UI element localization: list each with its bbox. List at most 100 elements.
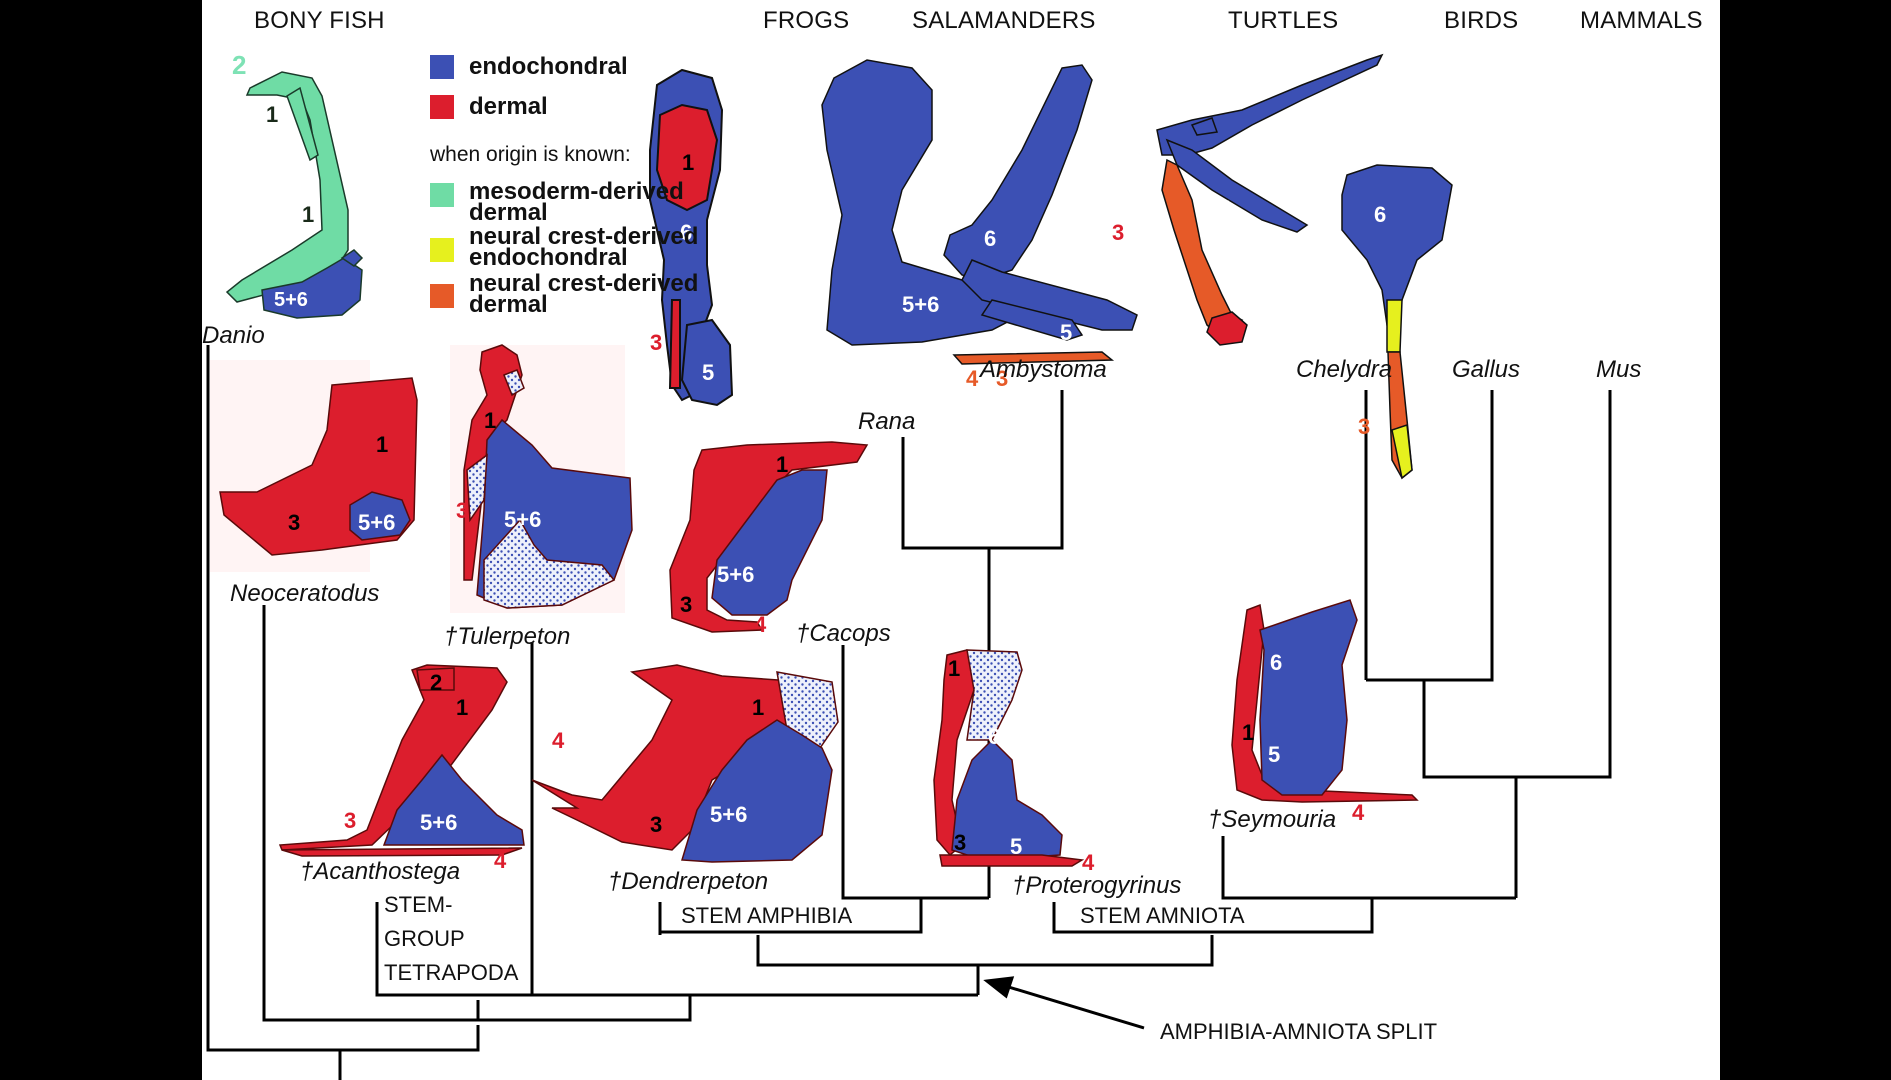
split-arrow xyxy=(983,976,1145,1030)
proterogyrinus-label-3: 3 xyxy=(954,830,966,855)
cacops-label-1: 1 xyxy=(776,452,788,477)
group-amphibia-amniota-split: AMPHIBIA-AMNIOTA SPLIT xyxy=(1160,1019,1438,1044)
header-salamanders: SALAMANDERS xyxy=(912,7,1096,34)
branch-cacops xyxy=(841,645,989,900)
seymouria-label-4: 4 xyxy=(1352,800,1365,825)
chelydra-label-4: 4 xyxy=(966,366,979,391)
seymouria-label-5: 5 xyxy=(1268,742,1280,767)
proterogyrinus-label-4: 4 xyxy=(1082,850,1095,875)
branch-seymouria xyxy=(1221,836,1516,900)
acanthostega-label-56: 5+6 xyxy=(420,810,457,835)
taxon-neoceratodus: Neoceratodus xyxy=(230,580,380,607)
taxon-dendrerpeton: †Dendrerpeton xyxy=(608,868,769,895)
acanthostega-label-3: 3 xyxy=(344,808,356,833)
taxon-acanthostega: †Acanthostega xyxy=(300,858,461,885)
dendrerpeton-label-4: 4 xyxy=(552,728,565,753)
branch-ambystoma xyxy=(989,390,1064,550)
mus-bone xyxy=(1341,164,1453,480)
legend-nc-endo-line1: neural crest-derived xyxy=(469,223,699,250)
taxon-mus: Mus xyxy=(1596,356,1642,383)
rana-label-1: 1 xyxy=(682,150,694,175)
tulerpeton-label-56: 5+6 xyxy=(504,507,541,532)
phylogeny-figure: 2 1 1 5+6 1 3 5+6 1 3 5+6 2 1 3 5+6 4 1 … xyxy=(202,0,1720,1080)
cacops-label-4: 4 xyxy=(754,612,767,637)
rana-label-3: 3 xyxy=(650,330,662,355)
legend-mesoderm-line1: mesoderm-derived xyxy=(469,178,684,205)
tulerpeton-label-1: 1 xyxy=(484,408,496,433)
legend-dermal: dermal xyxy=(469,93,548,120)
branch-acanthostega xyxy=(375,902,978,997)
legend-swatch-nc-dermal xyxy=(430,284,454,308)
gallus-bone xyxy=(1156,53,1384,346)
group-stem-amniota: STEM AMNIOTA xyxy=(1080,903,1245,928)
gallus-label-5: 5 xyxy=(1218,196,1230,221)
taxon-danio: Danio xyxy=(202,322,265,349)
chelydra-label-3: 3 xyxy=(996,366,1008,391)
legend-mesoderm-line2: dermal xyxy=(469,199,548,226)
group-stem-amphibia: STEM AMPHIBIA xyxy=(681,903,853,928)
tulerpeton-bone xyxy=(463,344,633,609)
legend-nc-dermal-line1: neural crest-derived xyxy=(469,270,699,297)
ambystoma-label-56: 5+6 xyxy=(902,292,939,317)
neoceratodus-label-56: 5+6 xyxy=(358,510,395,535)
header-mammals: MAMMALS xyxy=(1580,7,1703,34)
taxon-proterogyrinus: †Proterogyrinus xyxy=(1012,872,1182,899)
legend-origin-note: when origin is known: xyxy=(430,143,631,166)
neoceratodus-label-1: 1 xyxy=(376,432,388,457)
gallus-label-6: 6 xyxy=(1224,64,1236,89)
mus-label-3: 3 xyxy=(1358,414,1370,439)
acanthostega-label-1: 1 xyxy=(456,695,468,720)
rana-label-5: 5 xyxy=(702,360,714,385)
branch-sauropsida xyxy=(1424,390,1494,682)
danio-bone xyxy=(225,71,364,319)
taxon-cacops: †Cacops xyxy=(796,620,891,647)
tulerpeton-label-3: 3 xyxy=(456,498,468,523)
dendrerpeton-bone xyxy=(531,664,839,863)
taxon-rana: Rana xyxy=(858,408,916,435)
acanthostega-label-2: 2 xyxy=(430,670,442,695)
dendrerpeton-label-56: 5+6 xyxy=(710,802,747,827)
header-turtles: TURTLES xyxy=(1228,7,1339,34)
proterogyrinus-label-6: 6 xyxy=(988,724,1000,749)
proterogyrinus-bone xyxy=(933,649,1085,867)
mus-label-6: 6 xyxy=(1374,202,1386,227)
branch-amniota xyxy=(1052,898,1374,934)
rana-label-6: 6 xyxy=(680,220,692,245)
branch-mammals xyxy=(1516,390,1612,779)
danio-label-1b: 1 xyxy=(302,202,314,227)
branch-danio xyxy=(206,345,480,1052)
branch-crown-right xyxy=(868,935,1214,967)
seymouria-label-6: 6 xyxy=(1270,650,1282,675)
taxon-tulerpeton: †Tulerpeton xyxy=(444,623,571,650)
acanthostega-label-4: 4 xyxy=(494,848,507,873)
legend-nc-endo-line2: endochondral xyxy=(469,244,628,271)
dendrerpeton-label-1: 1 xyxy=(752,695,764,720)
cacops-bone xyxy=(669,441,869,633)
header-frogs: FROGS xyxy=(763,7,850,34)
header-bony-fish: BONY FISH xyxy=(254,7,385,34)
legend-swatch-endochondral xyxy=(430,55,454,79)
rana-bone xyxy=(649,68,734,407)
group-stem-tetrapoda-line1: STEM- xyxy=(384,892,453,917)
danio-label-56: 5+6 xyxy=(274,289,308,311)
neoceratodus-label-3: 3 xyxy=(288,510,300,535)
cacops-label-3: 3 xyxy=(680,592,692,617)
proterogyrinus-label-5: 5 xyxy=(1010,834,1022,859)
gallus-label-3: 3 xyxy=(1112,220,1124,245)
taxon-gallus: Gallus xyxy=(1452,356,1521,383)
neoceratodus-bone xyxy=(219,377,418,556)
seymouria-bone xyxy=(1231,599,1419,803)
group-stem-tetrapoda-line3: TETRAPODA xyxy=(384,960,519,985)
seymouria-label-1: 1 xyxy=(1242,720,1254,745)
chelydra-label-5: 5 xyxy=(1060,320,1072,345)
taxon-chelydra: Chelydra xyxy=(1296,356,1393,383)
legend-swatch-nc-endochondral xyxy=(430,238,454,262)
branch-amphibia xyxy=(660,898,923,934)
legend-swatch-mesoderm xyxy=(430,183,454,207)
chelydra-label-6: 6 xyxy=(984,226,996,251)
acanthostega-bone xyxy=(278,664,525,857)
group-stem-tetrapoda-line2: GROUP xyxy=(384,926,465,951)
dendrerpeton-label-3: 3 xyxy=(650,812,662,837)
cacops-label-56: 5+6 xyxy=(717,562,754,587)
branch-crown-amniota xyxy=(1422,680,1518,898)
